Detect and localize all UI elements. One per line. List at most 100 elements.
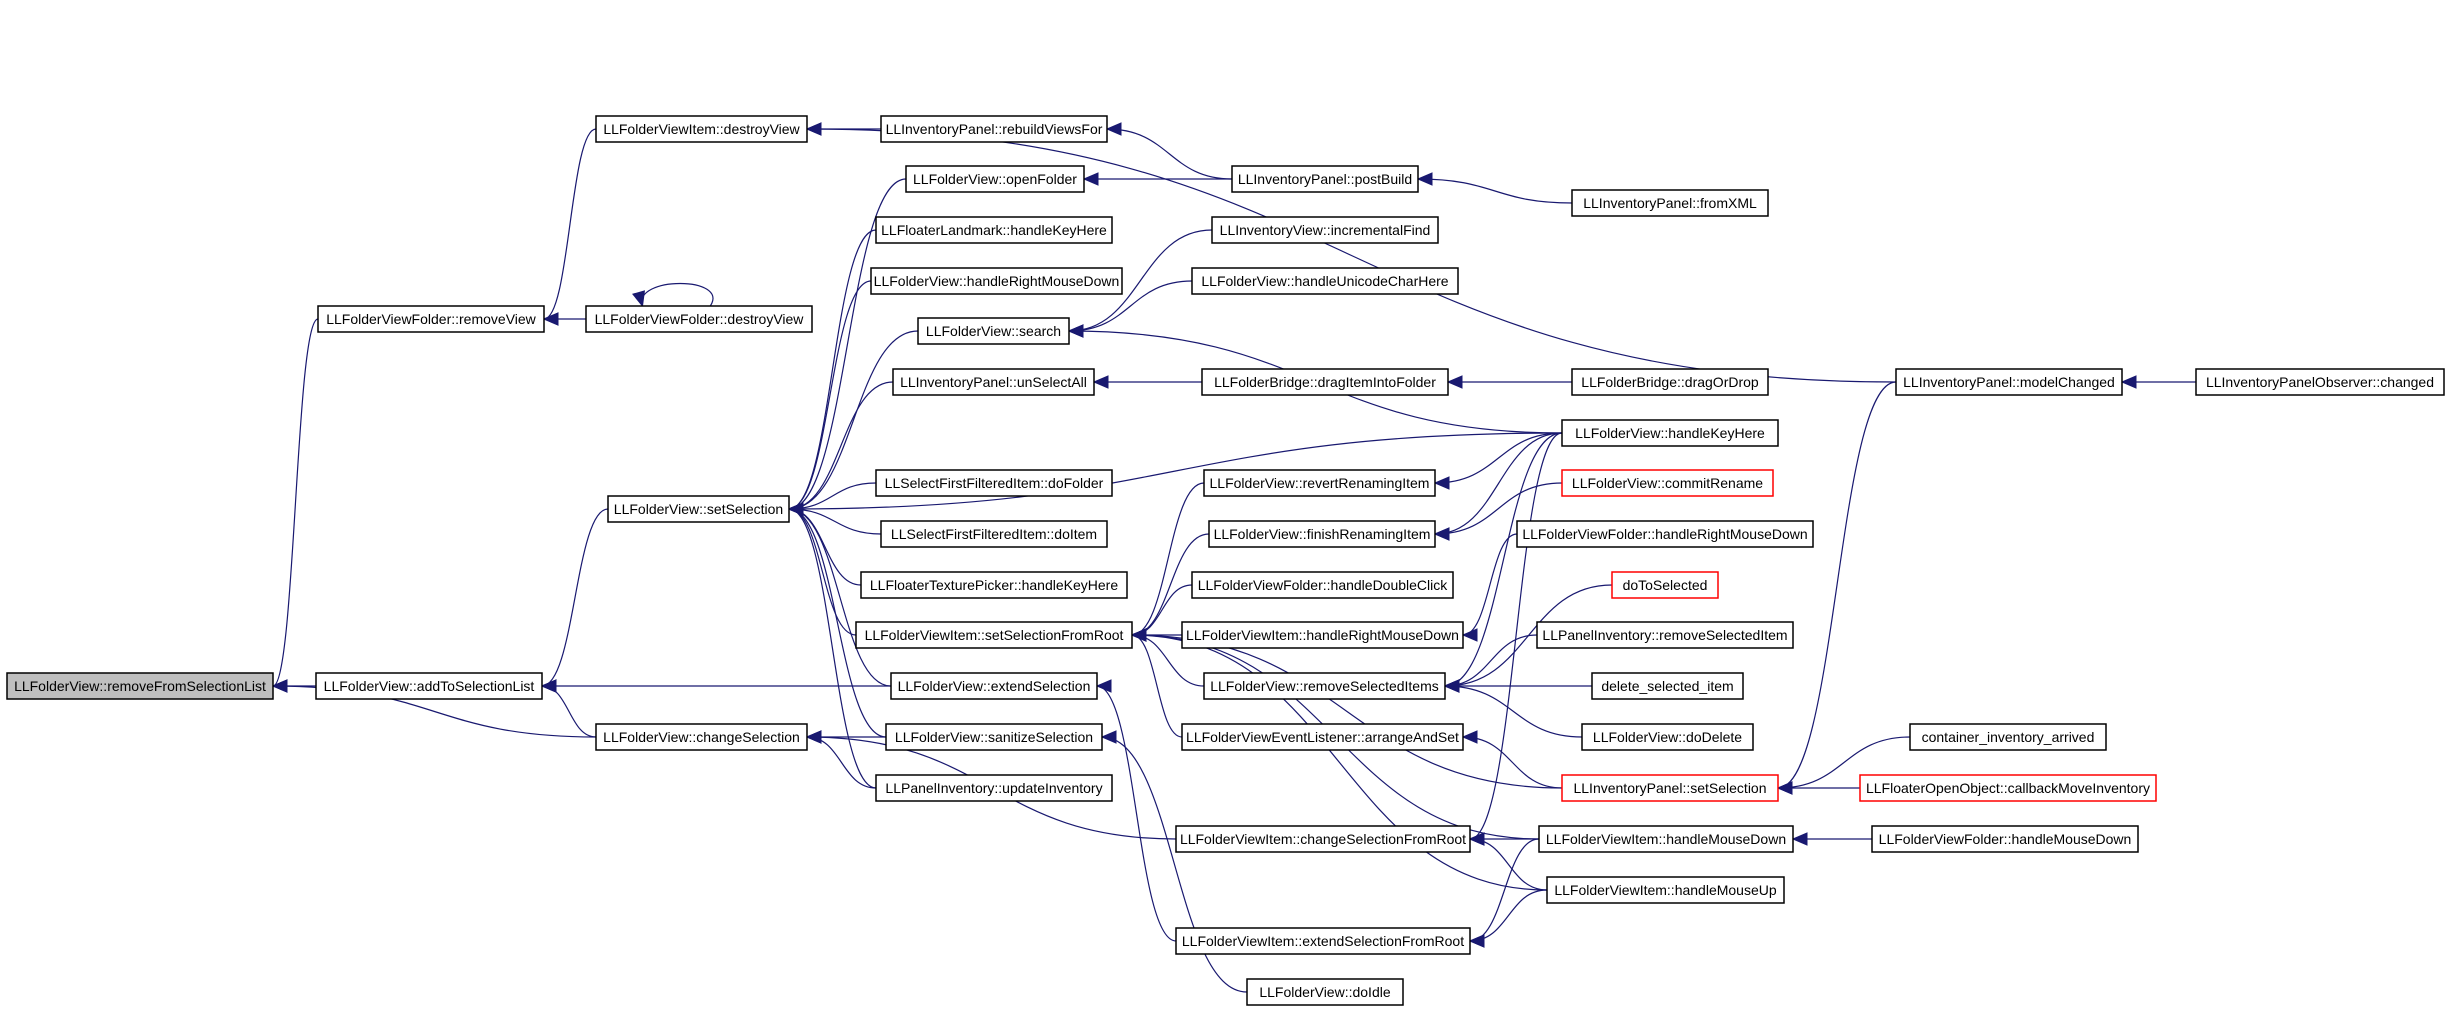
node-drag-item-into-folder[interactable]: LLFolderBridge::dragItemIntoFolder bbox=[1201, 368, 1449, 396]
node-box[interactable] bbox=[1546, 876, 1785, 904]
node-model-changed[interactable]: LLInventoryPanel::modelChanged bbox=[1895, 368, 2123, 396]
node-box[interactable] bbox=[315, 672, 543, 700]
node-texture-picker-handle-key-here[interactable]: LLFloaterTexturePicker::handleKeyHere bbox=[860, 571, 1128, 599]
node-search[interactable]: LLFolderView::search bbox=[917, 317, 1070, 345]
node-extend-selection-from-root[interactable]: LLFolderViewItem::extendSelectionFromRoo… bbox=[1175, 927, 1471, 955]
node-handle-double-click[interactable]: LLFolderViewFolder::handleDoubleClick bbox=[1191, 571, 1454, 599]
node-do-to-selected[interactable]: doToSelected bbox=[1611, 571, 1719, 599]
node-sanitize-selection[interactable]: LLFolderView::sanitizeSelection bbox=[885, 723, 1103, 751]
node-callback-move-inventory[interactable]: LLFloaterOpenObject::callbackMoveInvento… bbox=[1859, 774, 2157, 802]
node-fvf-handle-right-mouse-down[interactable]: LLFolderViewFolder::handleRightMouseDown bbox=[1516, 520, 1814, 548]
node-handle-unicode-char-here[interactable]: LLFolderView::handleUnicodeCharHere bbox=[1191, 267, 1459, 295]
node-do-idle[interactable]: LLFolderView::doIdle bbox=[1246, 978, 1404, 1006]
node-box[interactable] bbox=[1581, 723, 1754, 751]
node-finish-renaming-item[interactable]: LLFolderView::finishRenamingItem bbox=[1208, 520, 1436, 548]
node-box[interactable] bbox=[1591, 672, 1744, 700]
node-box[interactable] bbox=[870, 267, 1123, 295]
node-fv-handle-right-mouse-down[interactable]: LLFolderView::handleRightMouseDown bbox=[870, 267, 1123, 295]
node-post-build[interactable]: LLInventoryPanel::postBuild bbox=[1231, 165, 1419, 193]
node-set-selection-from-root[interactable]: LLFolderViewItem::setSelectionFromRoot bbox=[855, 621, 1133, 649]
node-container-inventory-arrived[interactable]: container_inventory_arrived bbox=[1909, 723, 2107, 751]
node-box[interactable] bbox=[855, 621, 1133, 649]
node-commit-rename[interactable]: LLFolderView::commitRename bbox=[1561, 469, 1774, 497]
node-box[interactable] bbox=[1175, 825, 1471, 853]
node-box[interactable] bbox=[905, 165, 1085, 193]
node-box[interactable] bbox=[595, 723, 808, 751]
node-box[interactable] bbox=[1895, 368, 2123, 396]
node-rebuild-views-for[interactable]: LLInventoryPanel::rebuildViewsFor bbox=[880, 115, 1108, 143]
node-box[interactable] bbox=[1909, 723, 2107, 751]
node-remove-from-selection-list[interactable]: LLFolderView::removeFromSelectionList bbox=[6, 672, 274, 700]
node-handle-mouse-up[interactable]: LLFolderViewItem::handleMouseUp bbox=[1546, 876, 1785, 904]
node-box[interactable] bbox=[880, 115, 1108, 143]
node-remove-selected-item[interactable]: LLPanelInventory::removeSelectedItem bbox=[1536, 621, 1794, 649]
node-box[interactable] bbox=[1611, 571, 1719, 599]
node-box[interactable] bbox=[917, 317, 1070, 345]
node-landmark-handle-key-here[interactable]: LLFloaterLandmark::handleKeyHere bbox=[875, 216, 1113, 244]
node-box[interactable] bbox=[1211, 216, 1439, 244]
node-box[interactable] bbox=[860, 571, 1128, 599]
node-box[interactable] bbox=[1571, 189, 1769, 217]
node-box[interactable] bbox=[1181, 723, 1464, 751]
node-box[interactable] bbox=[885, 723, 1103, 751]
node-delete-selected-item[interactable]: delete_selected_item bbox=[1591, 672, 1744, 700]
node-arrange-and-set[interactable]: LLFolderViewEventListener::arrangeAndSet bbox=[1181, 723, 1464, 751]
node-fvf-handle-mouse-down[interactable]: LLFolderViewFolder::handleMouseDown bbox=[1871, 825, 2139, 853]
node-observer-changed[interactable]: LLInventoryPanelObserver::changed bbox=[2195, 368, 2445, 396]
node-box[interactable] bbox=[1561, 774, 1779, 802]
node-revert-renaming-item[interactable]: LLFolderView::revertRenamingItem bbox=[1203, 469, 1436, 497]
node-change-selection-from-root[interactable]: LLFolderViewItem::changeSelectionFromRoo… bbox=[1175, 825, 1471, 853]
node-update-inventory[interactable]: LLPanelInventory::updateInventory bbox=[875, 774, 1113, 802]
node-box[interactable] bbox=[875, 469, 1113, 497]
node-box[interactable] bbox=[1516, 520, 1814, 548]
node-handle-key-here[interactable]: LLFolderView::handleKeyHere bbox=[1561, 419, 1779, 447]
node-box[interactable] bbox=[875, 774, 1113, 802]
node-from-xml[interactable]: LLInventoryPanel::fromXML bbox=[1571, 189, 1769, 217]
node-un-select-all[interactable]: LLInventoryPanel::unSelectAll bbox=[892, 368, 1095, 396]
node-box[interactable] bbox=[892, 368, 1095, 396]
node-box[interactable] bbox=[1538, 825, 1794, 853]
node-box[interactable] bbox=[1175, 927, 1471, 955]
node-box[interactable] bbox=[6, 672, 274, 700]
node-do-item[interactable]: LLSelectFirstFilteredItem::doItem bbox=[880, 520, 1108, 548]
node-incremental-find[interactable]: LLInventoryView::incrementalFind bbox=[1211, 216, 1439, 244]
node-extend-selection[interactable]: LLFolderView::extendSelection bbox=[890, 672, 1098, 700]
node-set-selection[interactable]: LLFolderView::setSelection bbox=[607, 495, 790, 523]
node-box[interactable] bbox=[585, 305, 813, 333]
node-box[interactable] bbox=[1201, 368, 1449, 396]
node-box[interactable] bbox=[880, 520, 1108, 548]
node-remove-view[interactable]: LLFolderViewFolder::removeView bbox=[317, 305, 545, 333]
node-box[interactable] bbox=[1561, 419, 1779, 447]
node-fvi-handle-right-mouse-down[interactable]: LLFolderViewItem::handleRightMouseDown bbox=[1181, 621, 1464, 649]
node-box[interactable] bbox=[607, 495, 790, 523]
node-destroy-view[interactable]: LLFolderViewItem::destroyView bbox=[595, 115, 808, 143]
node-do-delete[interactable]: LLFolderView::doDelete bbox=[1581, 723, 1754, 751]
node-handle-mouse-down[interactable]: LLFolderViewItem::handleMouseDown bbox=[1538, 825, 1794, 853]
node-box[interactable] bbox=[1191, 267, 1459, 295]
node-ip-set-selection[interactable]: LLInventoryPanel::setSelection bbox=[1561, 774, 1779, 802]
node-change-selection[interactable]: LLFolderView::changeSelection bbox=[595, 723, 808, 751]
node-box[interactable] bbox=[2195, 368, 2445, 396]
node-drag-or-drop[interactable]: LLFolderBridge::dragOrDrop bbox=[1571, 368, 1769, 396]
node-open-folder[interactable]: LLFolderView::openFolder bbox=[905, 165, 1085, 193]
node-box[interactable] bbox=[1246, 978, 1404, 1006]
node-box[interactable] bbox=[1859, 774, 2157, 802]
node-box[interactable] bbox=[317, 305, 545, 333]
node-destroy-view-folder[interactable]: LLFolderViewFolder::destroyView bbox=[585, 305, 813, 333]
node-box[interactable] bbox=[1871, 825, 2139, 853]
node-box[interactable] bbox=[1181, 621, 1464, 649]
node-box[interactable] bbox=[1191, 571, 1454, 599]
node-box[interactable] bbox=[890, 672, 1098, 700]
node-remove-selected-items[interactable]: LLFolderView::removeSelectedItems bbox=[1203, 672, 1446, 700]
node-box[interactable] bbox=[875, 216, 1113, 244]
node-add-to-selection-list[interactable]: LLFolderView::addToSelectionList bbox=[315, 672, 543, 700]
node-box[interactable] bbox=[1203, 469, 1436, 497]
node-box[interactable] bbox=[1571, 368, 1769, 396]
node-box[interactable] bbox=[595, 115, 808, 143]
node-box[interactable] bbox=[1561, 469, 1774, 497]
node-box[interactable] bbox=[1536, 621, 1794, 649]
node-box[interactable] bbox=[1231, 165, 1419, 193]
node-box[interactable] bbox=[1203, 672, 1446, 700]
node-do-folder[interactable]: LLSelectFirstFilteredItem::doFolder bbox=[875, 469, 1113, 497]
node-box[interactable] bbox=[1208, 520, 1436, 548]
